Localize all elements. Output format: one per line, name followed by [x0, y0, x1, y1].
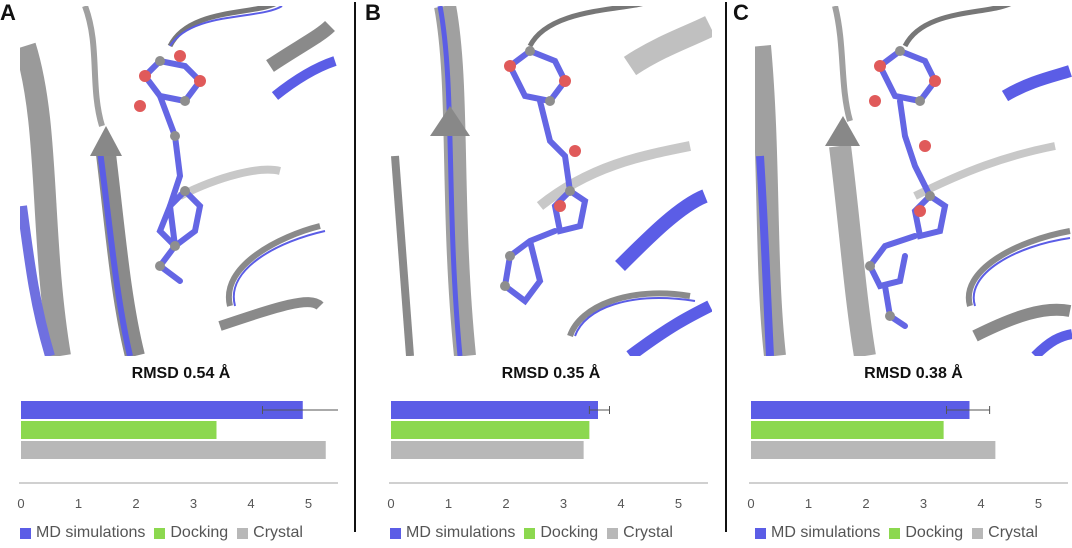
legend-b: MD simulations Docking Crystal: [390, 524, 682, 542]
legend-label-crystal: Crystal: [623, 524, 673, 541]
legend-swatch-crystal: [607, 527, 619, 539]
legend-label-docking: Docking: [905, 524, 964, 541]
x-tick-label: 5: [305, 496, 312, 511]
legend-item-docking: Docking: [889, 524, 963, 542]
legend-label-crystal: Crystal: [988, 524, 1038, 541]
x-tick-label: 1: [445, 496, 452, 511]
legend-item-md: MD simulations: [390, 524, 515, 542]
x-tick-label: 5: [1035, 496, 1042, 511]
bar-chart-c: 0 1 2 3 4 5: [747, 401, 1068, 511]
x-tick-label: 0: [17, 496, 24, 511]
bar-docking: [391, 421, 590, 439]
bar-docking: [21, 421, 217, 439]
rmsd-label-a: RMSD 0.54 Å: [131, 365, 231, 382]
panel-c: C RMSD 0.38 Å 0 1 2 3 4 5: [733, 0, 1072, 548]
panel-letter-b: B: [365, 0, 381, 25]
legend-swatch-docking: [524, 527, 536, 539]
x-tick-label: 2: [502, 496, 509, 511]
divider-bc: [725, 2, 727, 532]
panel-letter-c: C: [733, 0, 749, 25]
legend-label-md: MD simulations: [406, 524, 516, 541]
legend-c: MD simulations Docking Crystal: [755, 524, 1047, 542]
x-tick-label: 0: [387, 496, 394, 511]
legend-item-docking: Docking: [154, 524, 228, 542]
legend-item-md: MD simulations: [755, 524, 880, 542]
legend-item-crystal: Crystal: [972, 524, 1038, 542]
legend-item-docking: Docking: [524, 524, 598, 542]
x-tick-label: 3: [920, 496, 927, 511]
x-tick-label: 3: [190, 496, 197, 511]
bar-docking: [751, 421, 944, 439]
legend-label-crystal: Crystal: [253, 524, 303, 541]
legend-swatch-md: [755, 527, 766, 539]
bar-md: [751, 401, 970, 419]
x-tick-label: 4: [977, 496, 984, 511]
x-tick-label: 2: [862, 496, 869, 511]
legend-swatch-crystal: [237, 527, 249, 539]
bar-md: [391, 401, 598, 419]
x-tick-label: 4: [617, 496, 624, 511]
legend-item-md: MD simulations: [20, 524, 145, 542]
legend-swatch-md: [20, 527, 31, 539]
bar-chart-a: 0 1 2 3 4 5: [17, 401, 338, 511]
molecule-image-c: [755, 6, 1072, 356]
molecule-image-b: [390, 6, 712, 356]
bar-crystal: [391, 441, 584, 459]
legend-item-crystal: Crystal: [607, 524, 673, 542]
bar-crystal: [21, 441, 326, 459]
legend-a: MD simulations Docking Crystal: [20, 524, 312, 542]
x-tick-label: 1: [75, 496, 82, 511]
legend-swatch-docking: [889, 527, 901, 539]
bar-md: [21, 401, 303, 419]
rmsd-label-c: RMSD 0.38 Å: [864, 365, 963, 382]
panel-a: A: [0, 0, 345, 548]
x-tick-label: 4: [247, 496, 254, 511]
legend-swatch-md: [390, 527, 401, 539]
x-tick-label: 2: [132, 496, 139, 511]
panel-letter-a: A: [0, 0, 16, 25]
x-tick-label: 0: [747, 496, 754, 511]
legend-label-docking: Docking: [170, 524, 229, 541]
legend-swatch-crystal: [972, 527, 984, 539]
legend-swatch-docking: [154, 527, 166, 539]
x-tick-label: 1: [805, 496, 812, 511]
legend-label-docking: Docking: [540, 524, 599, 541]
x-tick-label: 5: [675, 496, 682, 511]
molecule-image-a: [20, 6, 342, 356]
rmsd-label-b: RMSD 0.35 Å: [501, 365, 601, 382]
divider-ab: [354, 2, 356, 532]
legend-item-crystal: Crystal: [237, 524, 303, 542]
bar-chart-b: 0 1 2 3 4 5: [387, 401, 708, 511]
legend-label-md: MD simulations: [36, 524, 146, 541]
x-tick-label: 3: [560, 496, 567, 511]
bar-crystal: [751, 441, 996, 459]
legend-label-md: MD simulations: [771, 524, 881, 541]
